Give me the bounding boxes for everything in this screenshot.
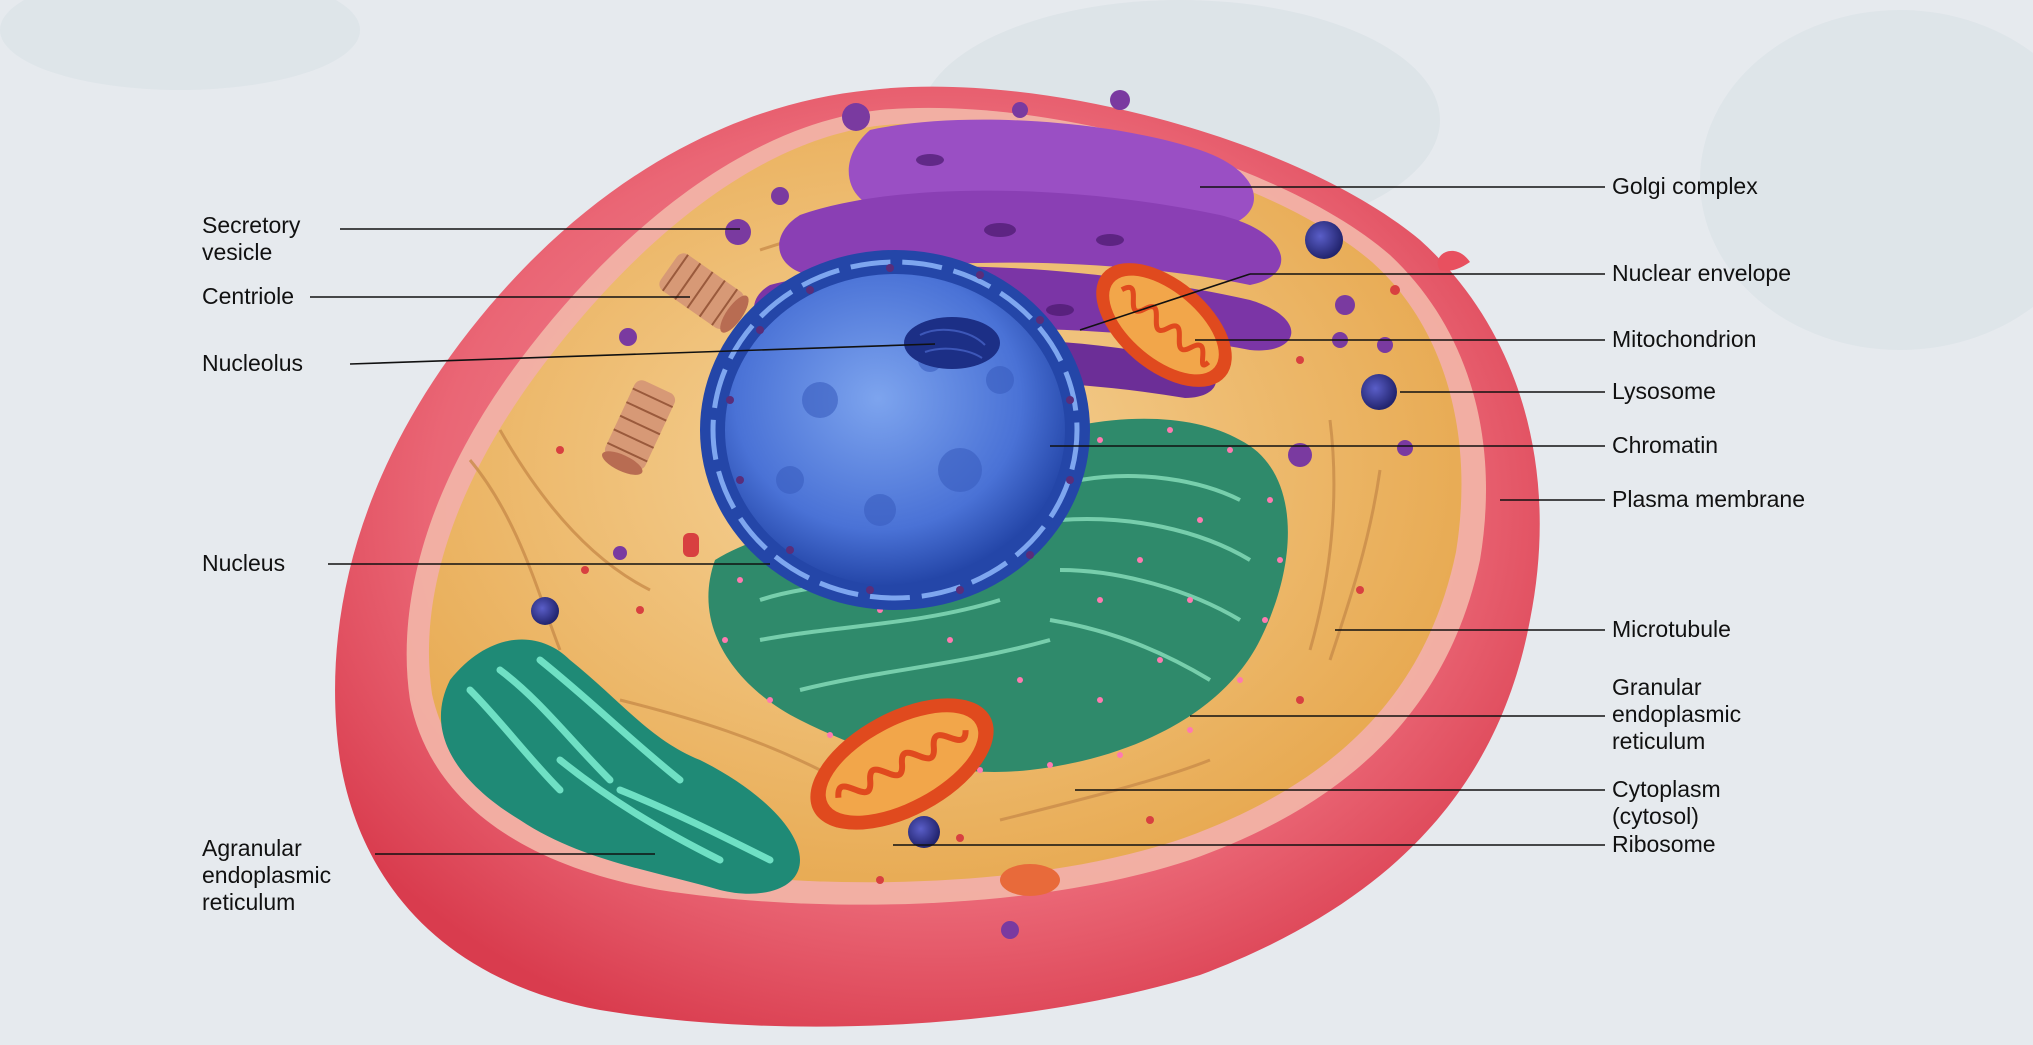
label-lysosome: Lysosome xyxy=(1612,378,1716,405)
label-centriole: Centriole xyxy=(202,283,294,310)
label-mitochondrion: Mitochondrion xyxy=(1612,326,1756,353)
label-nucleolus: Nucleolus xyxy=(202,350,303,377)
label-microtubule: Microtubule xyxy=(1612,616,1731,643)
nucleoplasm-chromatin xyxy=(725,274,1065,586)
nucleolus xyxy=(904,317,1000,369)
label-agranular-er: Agranular endoplasmic reticulum xyxy=(202,835,331,916)
label-secretory-vesicle: Secretory vesicle xyxy=(202,212,300,266)
label-cytoplasm: Cytoplasm (cytosol) xyxy=(1612,776,1721,830)
label-chromatin: Chromatin xyxy=(1612,432,1718,459)
label-granular-er: Granular endoplasmic reticulum xyxy=(1612,674,1741,755)
nucleus xyxy=(700,250,1090,610)
label-golgi-complex: Golgi complex xyxy=(1612,173,1758,200)
label-plasma-membrane: Plasma membrane xyxy=(1612,486,1805,513)
label-ribosome: Ribosome xyxy=(1612,831,1716,858)
label-nucleus: Nucleus xyxy=(202,550,285,577)
label-nuclear-envelope: Nuclear envelope xyxy=(1612,260,1791,287)
